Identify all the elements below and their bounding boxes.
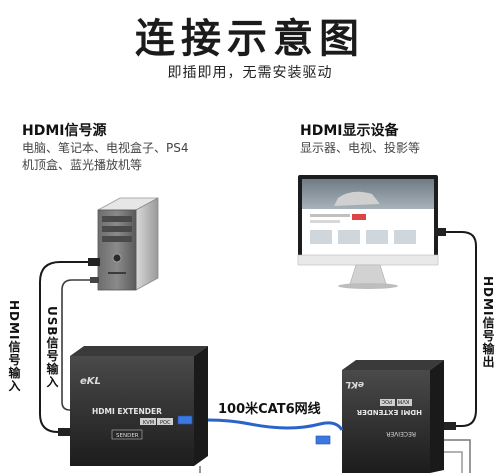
usb-input-cable	[61, 279, 94, 411]
rj45-plug-sender-icon	[177, 415, 193, 425]
network-cable-label: 100米CAT6网线	[218, 402, 321, 417]
sender-tag-poc: POC	[160, 420, 171, 426]
hdmi-plug-pc-icon	[88, 258, 100, 266]
hdmi-plug-receiver-icon	[444, 422, 456, 430]
network-cable	[207, 418, 344, 431]
display-desc: 显示器、电视、投影等	[300, 141, 421, 155]
receiver-role: RECEIVER	[386, 430, 416, 437]
monitor-icon	[297, 175, 439, 289]
sender-model: HDMI EXTENDER	[92, 407, 162, 416]
usb-plug-pc-icon	[90, 277, 99, 283]
sender-role: SENDER	[116, 433, 139, 439]
page-subtitle: 即插即用，无需安装驱动	[167, 65, 333, 81]
receiver-brand: eKL	[345, 379, 364, 389]
display-heading: HDMI显示设备	[300, 123, 399, 139]
receiver-usb-cable	[444, 439, 471, 473]
sender-tag-kvm: KVM	[143, 420, 154, 426]
hdmi-input-label: HDMI信号输入	[7, 300, 21, 393]
hdmi-output-label: HDMI信号输出	[481, 276, 495, 369]
source-heading: HDMI信号源	[22, 123, 107, 139]
hdmi-plug-monitor-icon	[434, 228, 446, 236]
pc-tower-icon	[97, 197, 159, 291]
receiver-power-cable	[444, 451, 463, 473]
rj45-plug-receiver-icon	[315, 435, 331, 445]
sender-box: eKL HDMI EXTENDER KVM POC SENDER	[70, 346, 208, 466]
page-title: 连接示意图	[135, 16, 365, 62]
hdmi-output-cable	[438, 231, 477, 427]
usb-input-label: USB信号输入	[45, 306, 59, 389]
hdmi-input-cable	[39, 261, 92, 433]
source-desc-line1: 电脑、笔记本、电视盒子、PS4	[22, 141, 189, 155]
receiver-tag-kvm: KVM	[398, 398, 409, 404]
source-desc-line2: 机顶盒、蓝光播放机等	[22, 158, 143, 172]
hdmi-plug-sender-icon	[58, 428, 70, 436]
receiver-tag-poc: POC	[381, 398, 392, 404]
receiver-model: HDMI EXTENDER	[356, 408, 422, 416]
receiver-box: RECEIVER HDMI EXTENDER KVM POC eKL	[342, 360, 444, 473]
sender-brand: eKL	[80, 376, 101, 387]
